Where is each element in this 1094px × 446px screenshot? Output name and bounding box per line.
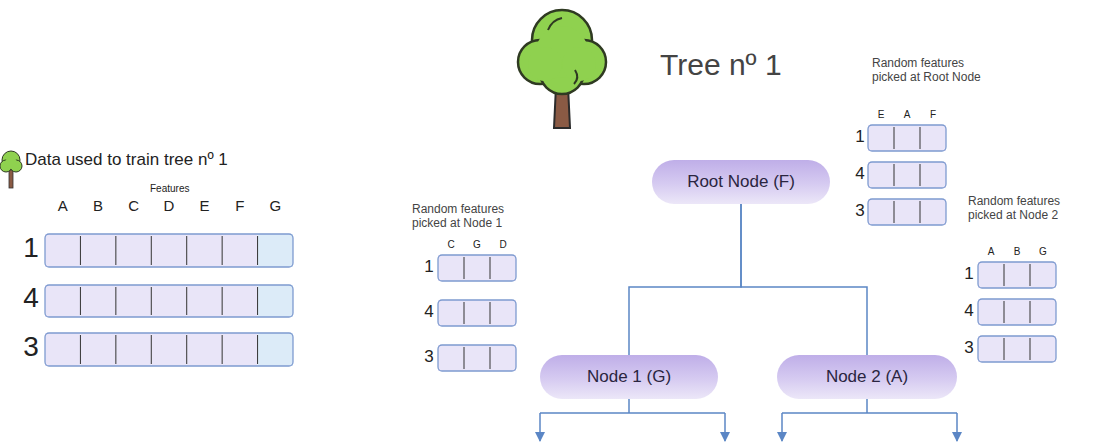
- column-letter: F: [930, 109, 936, 121]
- data-row: [45, 234, 293, 267]
- column-letter: D: [164, 197, 175, 214]
- column-letter: C: [447, 239, 454, 251]
- tree-title: Tree nº 1: [660, 48, 782, 83]
- data-row: [868, 125, 946, 151]
- row-number: 4: [964, 301, 973, 321]
- table-caption: Random features picked at Root Node: [872, 57, 1000, 85]
- data-row: [868, 199, 946, 225]
- row-number: 1: [964, 264, 973, 284]
- data-row: [978, 299, 1056, 325]
- axis-label: Features: [150, 183, 189, 195]
- row-number: 1: [23, 232, 39, 264]
- row-number: 3: [964, 338, 973, 358]
- column-letter: C: [128, 197, 139, 214]
- data-row: [978, 336, 1056, 362]
- column-letter: B: [1014, 246, 1021, 258]
- row-number: 1: [855, 127, 864, 147]
- node-label: Root Node (F): [687, 172, 795, 192]
- data-row: [438, 255, 516, 281]
- row-number: 4: [424, 302, 433, 322]
- data-row: [438, 300, 516, 326]
- column-letter: F: [235, 197, 244, 214]
- data-row: [45, 333, 293, 366]
- data-row: [868, 162, 946, 188]
- data-row: [978, 262, 1056, 288]
- data-row: [45, 285, 293, 317]
- column-letter: D: [499, 239, 506, 251]
- node-pill: Node 1 (G): [540, 355, 718, 399]
- diagram-title: Data used to train tree nº 1: [25, 150, 228, 170]
- column-letter: A: [904, 109, 911, 121]
- column-letter: G: [1039, 246, 1047, 258]
- tree-branch: [741, 204, 867, 355]
- tree-icon: [518, 10, 606, 128]
- column-letter: G: [269, 197, 281, 214]
- column-letter: G: [473, 239, 481, 251]
- table-caption: Random features picked at Node 2: [968, 195, 1086, 223]
- column-letter: E: [199, 197, 209, 214]
- row-number: 3: [23, 331, 39, 363]
- node-pill: Root Node (F): [652, 160, 830, 204]
- tree-branch: [629, 204, 741, 355]
- node-pill: Node 2 (A): [777, 355, 957, 399]
- row-number: 3: [855, 201, 864, 221]
- node-label: Node 2 (A): [826, 367, 908, 387]
- column-letter: A: [988, 246, 995, 258]
- branch-arrows: [540, 399, 957, 441]
- row-number: 1: [424, 257, 433, 277]
- data-row: [438, 345, 516, 371]
- row-number: 4: [855, 164, 864, 184]
- row-number: 3: [424, 347, 433, 367]
- tree-icon: [0, 151, 22, 188]
- node-label: Node 1 (G): [587, 367, 671, 387]
- column-letter: E: [878, 109, 885, 121]
- table-caption: Random features picked at Node 1: [412, 203, 530, 231]
- column-letter: A: [58, 197, 68, 214]
- row-number: 4: [23, 282, 39, 314]
- column-letter: B: [93, 197, 103, 214]
